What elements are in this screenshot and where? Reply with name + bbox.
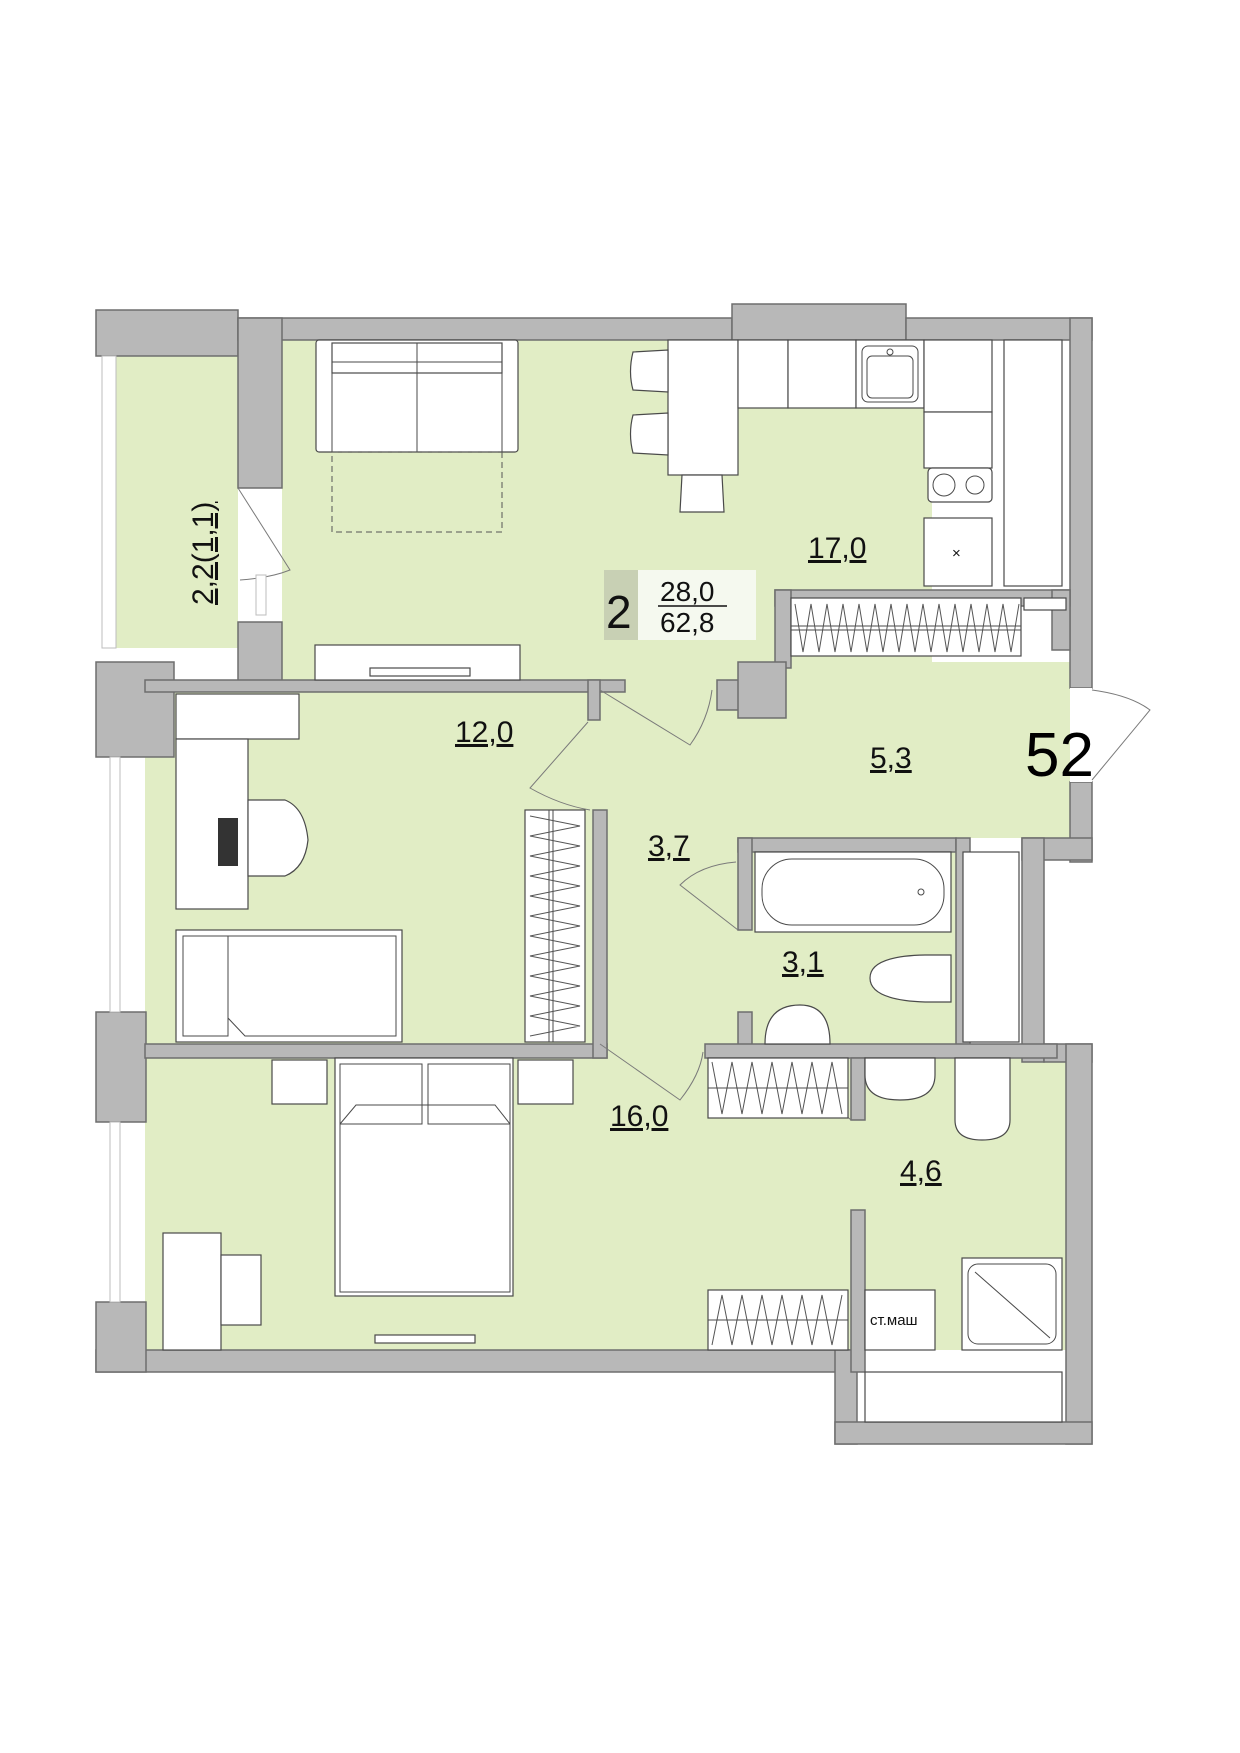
entrance-closet <box>790 597 1022 657</box>
office-chair <box>247 799 309 877</box>
apartment-number: 52 <box>1025 721 1094 790</box>
walls <box>95 303 1093 1445</box>
tv <box>374 1334 476 1344</box>
wardrobe <box>524 809 586 1043</box>
entrance-door <box>1070 688 1151 782</box>
nightstand <box>517 1059 574 1105</box>
washing-machine <box>864 1289 936 1351</box>
sink <box>764 1004 831 1045</box>
master-bedroom-furniture <box>162 1057 849 1351</box>
tall-cabinet <box>1003 339 1063 587</box>
room-area-hallway: 5,3 <box>870 742 912 775</box>
total-area: 62,8 <box>660 607 715 638</box>
sink <box>864 1057 936 1101</box>
room-area-kitchen-living: 17,0 <box>808 532 866 565</box>
nightstand <box>271 1059 328 1105</box>
shower-room-fixtures: ст.маш <box>864 1057 1063 1423</box>
keyboard-icon <box>218 818 238 866</box>
shaft <box>962 851 1020 1043</box>
shaft <box>864 1371 1063 1423</box>
room-area-bathroom: 3,1 <box>782 946 824 979</box>
rooms-count: 2 <box>606 586 632 638</box>
kitchen-living-furniture: × <box>314 339 1067 681</box>
bathtub <box>754 851 952 933</box>
dresser <box>162 1232 222 1351</box>
single-bed <box>175 929 403 1043</box>
hood-mark: × <box>952 545 961 562</box>
bathroom-fixtures <box>754 851 1020 1045</box>
toilet <box>954 1057 1011 1141</box>
chair <box>629 412 669 456</box>
small-bedroom-furniture <box>175 693 586 1043</box>
room-area-corridor: 3,7 <box>648 830 690 863</box>
washing-machine-label: ст.маш <box>870 1312 918 1329</box>
room-area-balcony: 2,2(1,1) <box>187 502 220 605</box>
room-area-bedroom-master: 16,0 <box>610 1100 668 1133</box>
living-area: 28,0 <box>660 576 715 607</box>
double-bed <box>334 1057 514 1297</box>
stove-icon <box>927 467 993 503</box>
apartment-summary-badge: 2 28,0 62,8 <box>604 570 756 640</box>
balcony <box>237 487 291 616</box>
kitchen-sink-icon <box>861 345 919 403</box>
chair <box>679 474 725 513</box>
room-area-shower-room: 4,6 <box>900 1155 942 1188</box>
room-area-bedroom-small: 12,0 <box>455 716 513 749</box>
chair <box>629 349 669 393</box>
rooms-count-bg <box>604 570 638 640</box>
areas-bg <box>638 570 756 640</box>
windows <box>101 355 121 1303</box>
room-labels: 17,0 12,0 16,0 5,3 3,7 3,1 4,6 2,2(1,1) … <box>187 502 1094 1188</box>
dining-table <box>667 339 739 476</box>
toilet <box>869 954 952 1003</box>
